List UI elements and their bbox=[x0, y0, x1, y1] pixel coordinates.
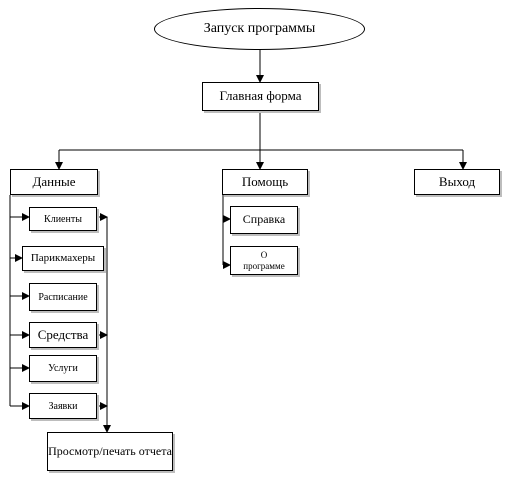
help-label: Помощь bbox=[241, 173, 289, 189]
schedule-box: Расписание bbox=[29, 283, 97, 311]
funds-label: Средства bbox=[37, 326, 89, 342]
hairdressers-box: Парикмахеры bbox=[22, 246, 104, 271]
hairdressers-label: Парикмахеры bbox=[30, 252, 96, 265]
start-label: Запуск программы bbox=[203, 21, 316, 36]
schedule-label: Расписание bbox=[38, 291, 88, 303]
requests-label: Заявки bbox=[48, 400, 78, 412]
requests-box: Заявки bbox=[29, 393, 97, 419]
main-form-box: Главная форма bbox=[202, 82, 319, 111]
data-label: Данные bbox=[32, 173, 76, 189]
funds-box: Средства bbox=[29, 322, 97, 348]
exit-label: Выход bbox=[438, 173, 476, 189]
clients-label: Клиенты bbox=[44, 213, 82, 225]
reference-label: Справка bbox=[242, 212, 286, 227]
start-node: Запуск программы bbox=[154, 8, 365, 50]
help-box: Помощь bbox=[222, 169, 308, 195]
about-label-line1: О bbox=[260, 250, 268, 261]
report-box: Просмотр/печать отчета bbox=[47, 432, 173, 471]
data-box: Данные bbox=[10, 169, 98, 195]
reference-box: Справка bbox=[230, 206, 298, 234]
report-label: Просмотр/печать отчета bbox=[48, 443, 172, 458]
about-box: О программе bbox=[230, 246, 298, 275]
services-label: Услуги bbox=[48, 363, 78, 374]
main-form-label: Главная форма bbox=[219, 88, 302, 104]
exit-box: Выход bbox=[414, 169, 500, 195]
clients-box: Клиенты bbox=[29, 207, 97, 231]
services-box: Услуги bbox=[29, 355, 97, 382]
about-label-line2: программе bbox=[243, 260, 285, 271]
